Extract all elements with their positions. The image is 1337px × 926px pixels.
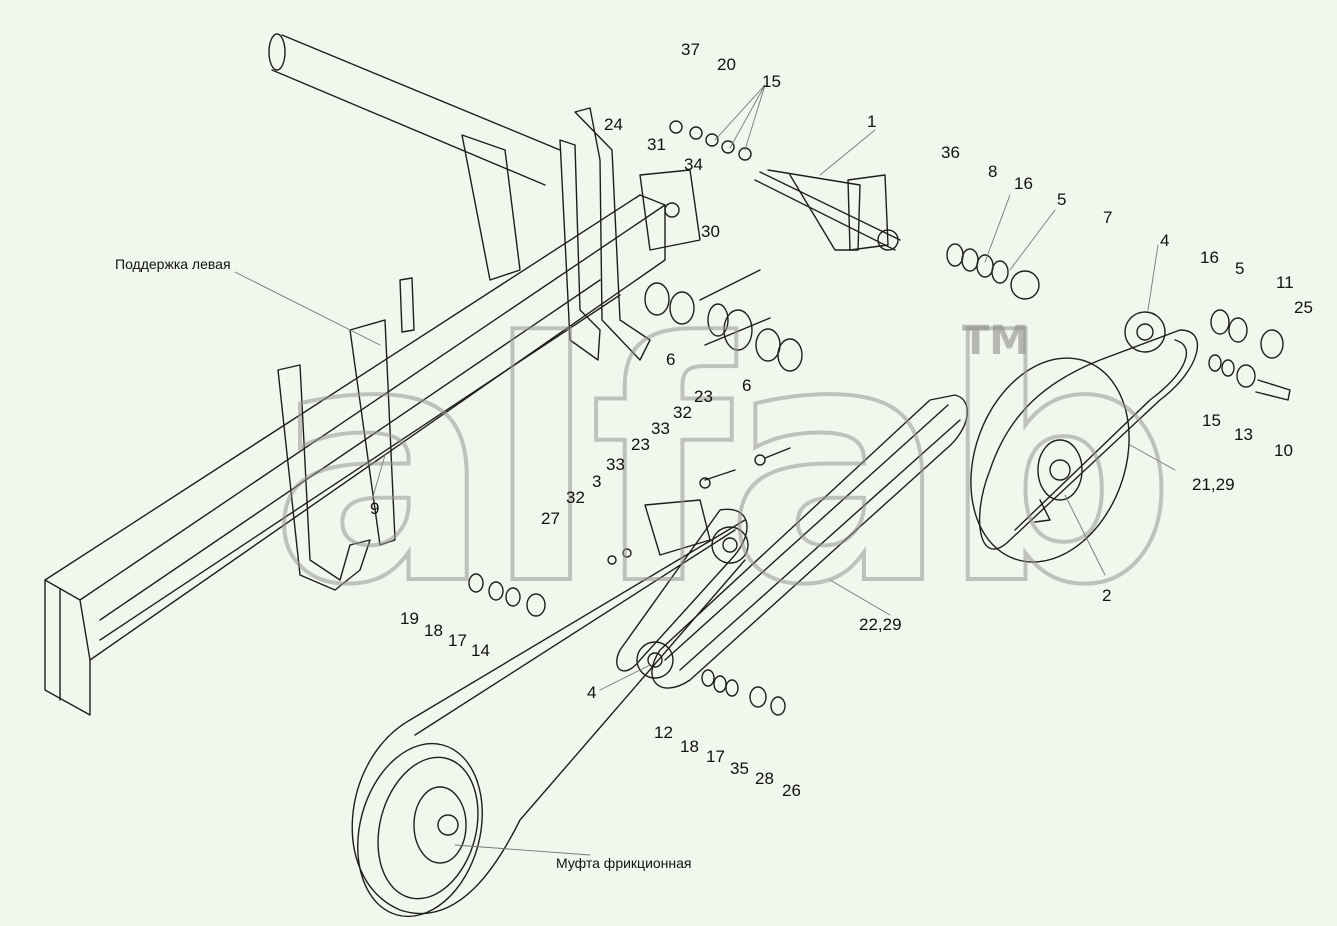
main-shaft-tube xyxy=(268,33,561,186)
callout-37: 37 xyxy=(681,40,700,59)
callout-11: 11 xyxy=(1276,273,1294,292)
friction-clutch xyxy=(357,742,483,918)
callout-7: 7 xyxy=(1103,208,1113,227)
washers-top xyxy=(644,120,803,372)
callout-21-29: 21,29 xyxy=(1192,475,1235,494)
frame-beam xyxy=(44,194,666,716)
callout-17b: 17 xyxy=(706,747,725,766)
callout-28: 28 xyxy=(755,769,774,788)
callout-3: 3 xyxy=(592,472,602,491)
watermark-text: alfab xyxy=(268,273,1178,657)
callout-12: 12 xyxy=(654,723,673,742)
callout-17a: 17 xyxy=(448,631,467,650)
callout-30: 30 xyxy=(701,222,720,241)
callout-1: 1 xyxy=(867,112,877,131)
washers-right xyxy=(946,243,1291,401)
washers-lower xyxy=(468,573,786,716)
callout-18b: 18 xyxy=(680,737,699,756)
callout-13: 13 xyxy=(1234,425,1253,444)
callout-36: 36 xyxy=(941,143,960,162)
label-friction-clutch: Муфта фрикционная xyxy=(556,855,692,871)
chain-22-29 xyxy=(651,394,969,689)
callout-16: 16 xyxy=(1014,174,1033,193)
support-left xyxy=(277,277,415,591)
callout-20: 20 xyxy=(717,55,736,74)
callout-18a: 18 xyxy=(424,621,443,640)
callout-32a: 32 xyxy=(673,403,692,422)
callout-25: 25 xyxy=(1294,298,1313,317)
callout-2: 2 xyxy=(1102,586,1112,605)
callout-9: 9 xyxy=(370,499,380,518)
callout-16b: 16 xyxy=(1200,248,1219,267)
callout-15b: 15 xyxy=(1202,411,1221,430)
trademark-mark: TM xyxy=(962,318,1030,364)
callout-19: 19 xyxy=(400,609,419,628)
callout-8: 8 xyxy=(988,162,998,181)
callout-6b: 6 xyxy=(742,376,752,395)
callout-34: 34 xyxy=(684,155,703,174)
callout-22-29: 22,29 xyxy=(859,615,902,634)
callout-33a: 33 xyxy=(651,419,670,438)
callout-10: 10 xyxy=(1274,441,1293,460)
callout-32b: 32 xyxy=(566,488,585,507)
callout-26: 26 xyxy=(782,781,801,800)
chain-21-29 xyxy=(970,329,1199,563)
leader-lines xyxy=(234,84,1176,856)
callout-14: 14 xyxy=(471,641,490,660)
callout-5b: 5 xyxy=(1235,259,1245,278)
center-bracket xyxy=(699,169,901,351)
callout-31: 31 xyxy=(647,135,666,154)
chain-to-clutch xyxy=(351,519,746,915)
callout-27: 27 xyxy=(541,509,560,528)
callout-23a: 23 xyxy=(694,387,713,406)
callout-33b: 33 xyxy=(606,455,625,474)
callout-35: 35 xyxy=(730,759,749,778)
upright-plates xyxy=(461,107,701,361)
callout-6a: 6 xyxy=(666,350,676,369)
label-support-left: Поддержка левая xyxy=(115,256,231,272)
callout-23b: 23 xyxy=(631,435,650,454)
callout-5: 5 xyxy=(1057,190,1067,209)
sprocket-upper xyxy=(1124,311,1166,353)
callout-4: 4 xyxy=(1160,231,1170,250)
callout-24: 24 xyxy=(604,115,623,134)
bracket-3 xyxy=(607,447,791,565)
callout-15: 15 xyxy=(762,72,781,91)
callout-4b: 4 xyxy=(587,683,597,702)
